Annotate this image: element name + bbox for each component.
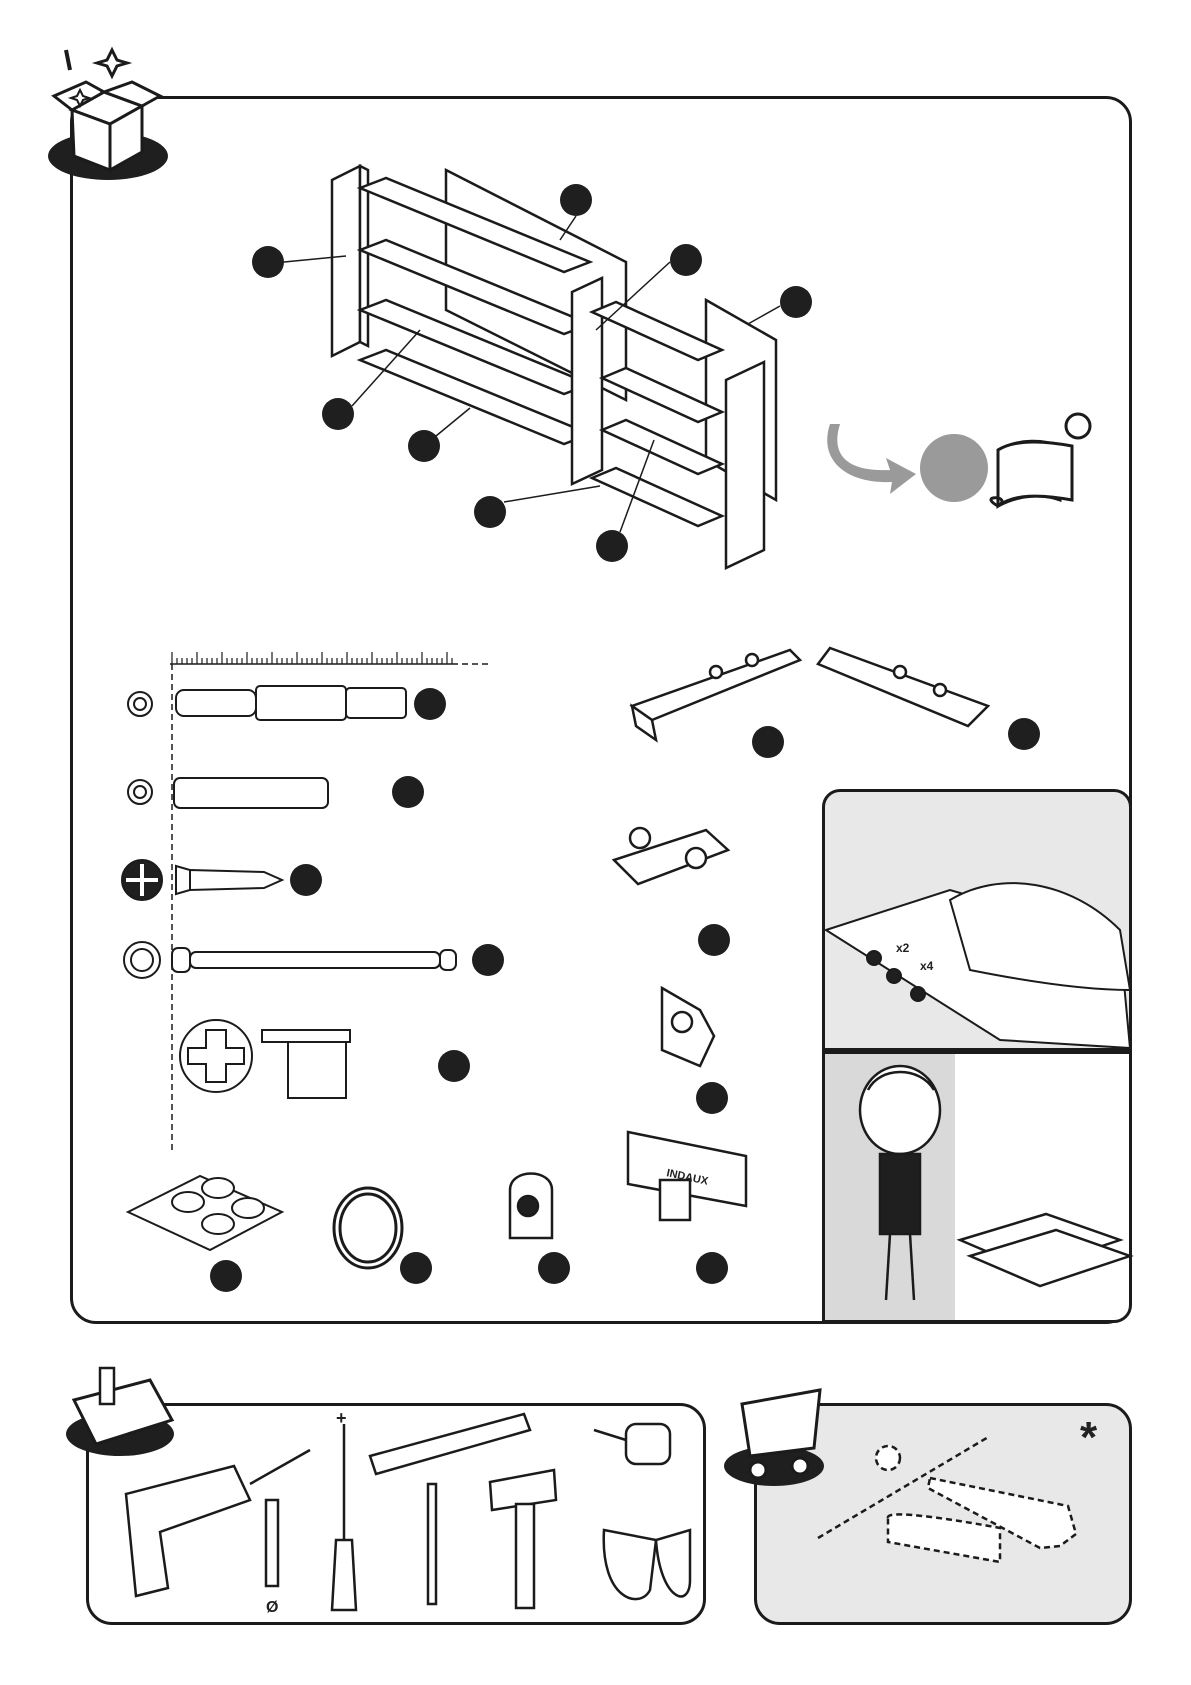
ring-washer-marker (400, 1252, 432, 1284)
toolbox-icon (66, 1368, 174, 1456)
runner-right-marker (1008, 718, 1040, 750)
tools-illustration (126, 1414, 690, 1610)
drawer-runners (632, 648, 988, 740)
step-reference-disc (920, 434, 988, 502)
hinge-plate-marker (698, 924, 730, 956)
curved-arrow-icon (827, 424, 916, 494)
screwdriver-type-symbol: + (336, 1408, 347, 1428)
screw-tips-illustration: x2 x4 (826, 883, 1130, 1048)
corner-bracket (662, 988, 714, 1066)
hardware-label-markers (290, 688, 504, 1082)
hinge-plate (614, 828, 728, 884)
hanging-bracket: INDAUX (628, 1132, 746, 1220)
optional-asterisk: * (1080, 1413, 1098, 1462)
runner-left-marker (752, 726, 784, 758)
screw-qty-2: x4 (920, 959, 934, 973)
felt-pads-marker (210, 1260, 242, 1292)
instruction-book-icon (991, 414, 1090, 506)
shelf-panels-illustration (332, 166, 776, 568)
open-box-icon (48, 50, 168, 180)
shelf-support-pin (510, 1174, 552, 1239)
shelf-support-marker (538, 1252, 570, 1284)
felt-pads (128, 1176, 282, 1250)
screw-qty-1: x2 (896, 941, 910, 955)
hanging-bracket-marker (696, 1252, 728, 1284)
corner-bracket-marker (696, 1082, 728, 1114)
drill-bit-diameter-symbol: Ø (266, 1599, 278, 1616)
shopping-cart-icon (724, 1390, 824, 1486)
optional-fixings (818, 1436, 1076, 1562)
ring-washer (334, 1188, 402, 1268)
